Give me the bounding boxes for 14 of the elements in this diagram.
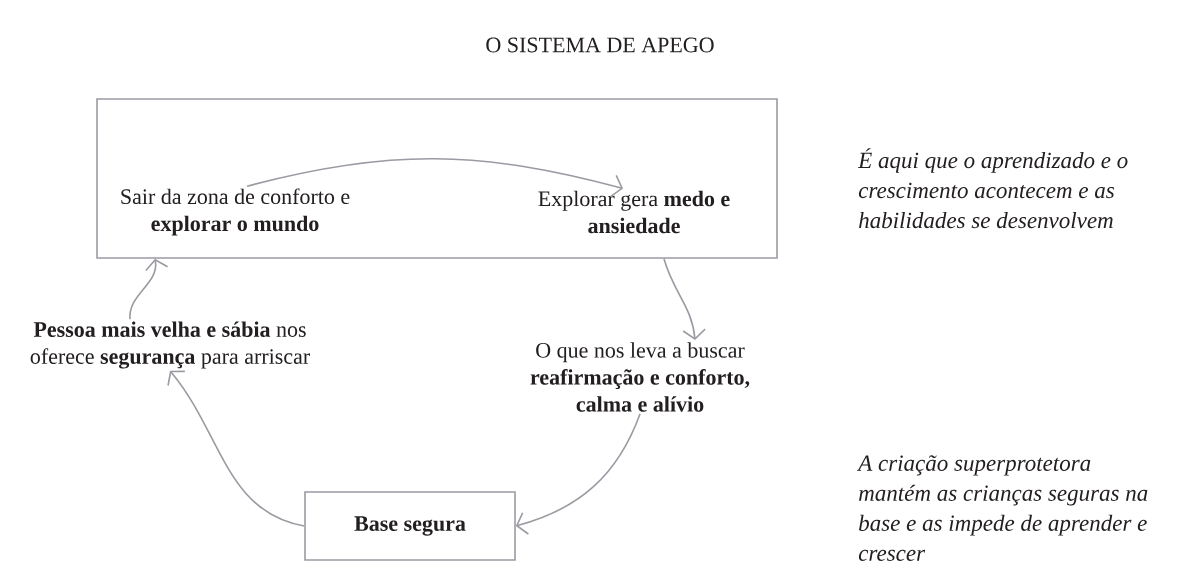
step-text: Explorar gera medo e ansiedade — [538, 190, 730, 234]
step-text: Pessoa mais velha e sábia nos oferece segurança para arriscar — [30, 321, 310, 369]
step-text: Sair da zona de conforto e explorar o mundo — [121, 188, 350, 236]
frame-box — [96, 98, 778, 259]
note-text: É aqui que o aprendizado e o crescimento acontecem e as habilidades se desenvolvem — [857, 148, 1128, 229]
arrow — [129, 258, 169, 321]
arrow — [246, 157, 624, 198]
arrow — [663, 258, 706, 341]
step-text: O que nos leva a buscar reafirmação e conforto, calma e alívio — [530, 342, 750, 412]
base-box: Base segura — [304, 491, 516, 561]
arrow — [167, 370, 305, 527]
arrow — [515, 413, 641, 535]
note-text: A criação superprotetora mantém as crianças seguras na base e as impede de aprender e crescer — [856, 455, 1148, 561]
title: O SISTEMA DE APEGO — [486, 37, 714, 53]
